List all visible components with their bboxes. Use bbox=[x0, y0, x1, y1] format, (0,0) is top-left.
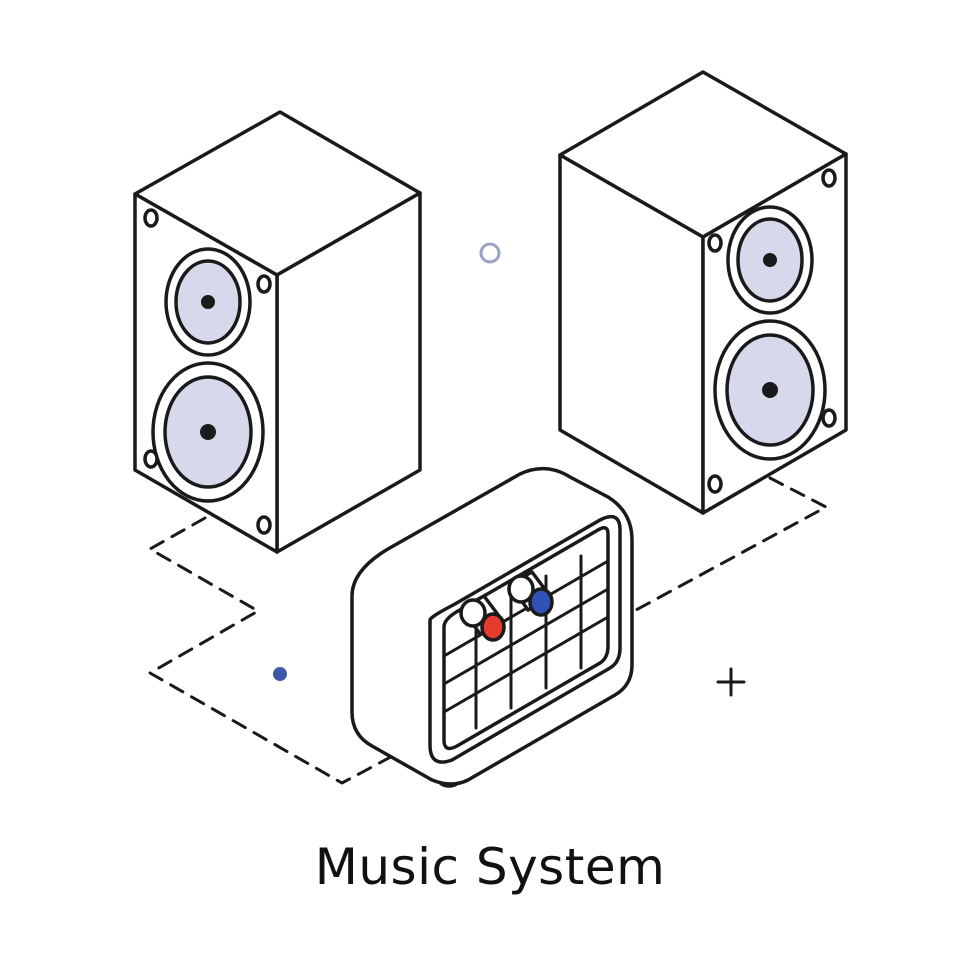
dot-icon bbox=[273, 667, 287, 681]
blue-knob bbox=[507, 570, 554, 617]
cable-right bbox=[634, 476, 828, 612]
plus-icon bbox=[716, 667, 746, 697]
ring-icon bbox=[479, 242, 501, 264]
left-speaker-icon bbox=[133, 110, 422, 554]
caption-title: Music System bbox=[314, 838, 666, 896]
amplifier-icon bbox=[350, 467, 634, 788]
right-speaker-icon bbox=[558, 70, 848, 515]
red-knob bbox=[459, 594, 506, 642]
cable-left bbox=[148, 516, 402, 785]
